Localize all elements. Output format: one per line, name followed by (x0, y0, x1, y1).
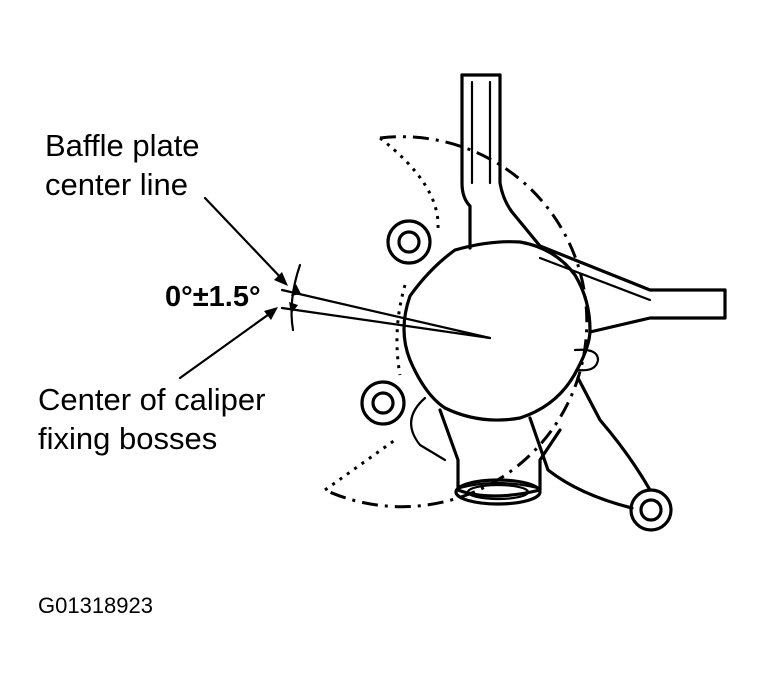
angle-dimension (289, 263, 302, 332)
steering-knuckle (402, 73, 727, 510)
caliper-fixing-bosses (360, 219, 432, 426)
baffle-center-line (280, 288, 492, 340)
caliper-label-line2: fixing bosses (38, 421, 217, 456)
knuckle-lower-boss (629, 488, 673, 532)
lower-boss-inner (371, 391, 395, 415)
caliper-leader (178, 307, 278, 380)
baffle-label-line1: Baffle plate (45, 128, 200, 163)
caliper-label-line1: Center of caliper (38, 382, 265, 417)
angle-label: 0°±1.5° (165, 281, 261, 313)
baffle-leader (203, 196, 288, 286)
caliper-center-line (280, 306, 492, 340)
lower-boss-outer (360, 380, 406, 426)
figure-code: G01318923 (38, 593, 153, 618)
upper-boss-inner (397, 230, 421, 254)
baffle-label-line2: center line (45, 167, 188, 202)
center-lines (280, 288, 492, 340)
upper-boss-outer (386, 219, 432, 265)
